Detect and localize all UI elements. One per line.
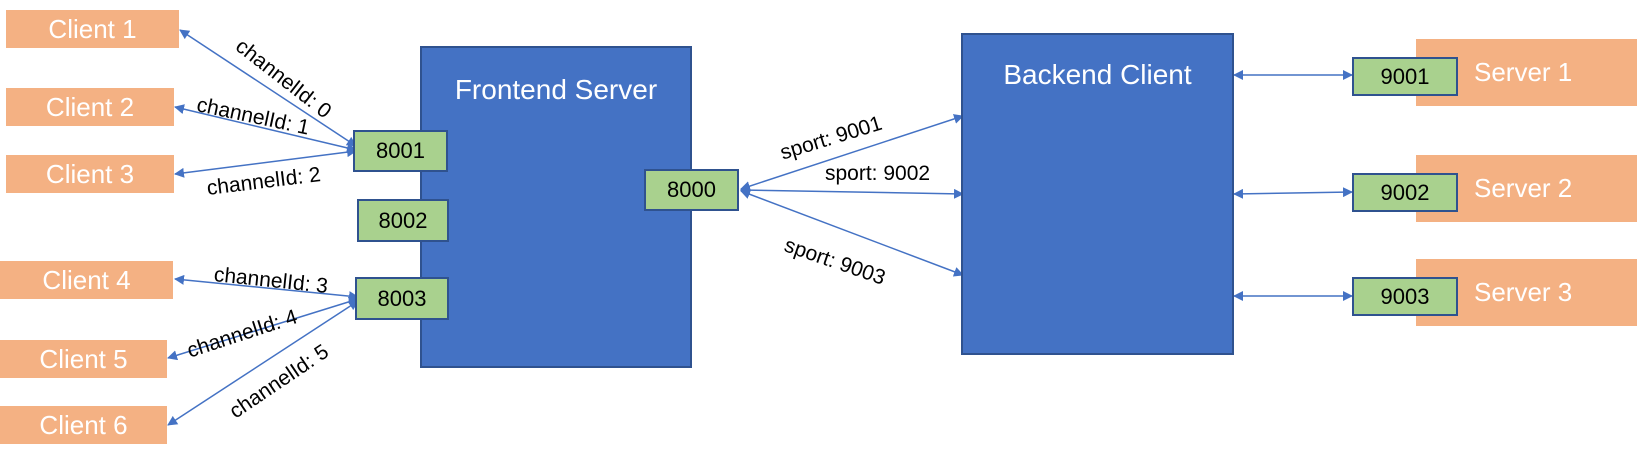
port-8003-label: 8003 [377, 285, 427, 311]
server-3-label: Server 3 [1474, 277, 1573, 307]
port-9001-label: 9001 [1380, 63, 1430, 89]
channel-label-4: channelId: 4 [184, 305, 301, 363]
client-4-label: Client 4 [42, 264, 131, 295]
port-9003-label: 9003 [1380, 283, 1430, 309]
port-8001-label: 8001 [376, 138, 425, 163]
arrow-8000-backend-9002 [740, 185, 964, 199]
server-2-label: Server 2 [1474, 173, 1573, 203]
port-9002-label: 9002 [1380, 179, 1430, 205]
frontend-server-title: Frontend Server [454, 74, 658, 105]
channel-label-3: channelId: 3 [212, 263, 330, 298]
client-2-box: Client 2 [6, 88, 174, 126]
client-3-box: Client 3 [6, 155, 174, 193]
server-1-label: Server 1 [1474, 57, 1573, 87]
client-1-label: Client 1 [48, 13, 137, 44]
sport-label-9002: sport: 9002 [825, 162, 931, 185]
client-6-label: Client 6 [39, 409, 128, 440]
port-9001-box: 9001 [1352, 57, 1458, 96]
channel-label-2: channelId: 2 [205, 163, 322, 200]
client-5-label: Client 5 [39, 343, 128, 374]
client-6-box: Client 6 [0, 406, 167, 444]
client-3-label: Client 3 [45, 158, 135, 189]
backend-client-title: Backend Client [1003, 59, 1192, 90]
sport-label-9001: sport: 9001 [777, 111, 885, 165]
port-9003-box: 9003 [1352, 277, 1458, 316]
arrow-backend-9002 [1233, 187, 1353, 199]
port-8000-label: 8000 [667, 177, 716, 202]
channel-label-5: channelId: 5 [225, 340, 334, 424]
port-8002-box: 8002 [357, 199, 449, 242]
port-8001-box: 8001 [353, 130, 448, 172]
client-4-box: Client 4 [0, 261, 173, 299]
sport-label-9003: sport: 9003 [781, 233, 889, 290]
port-8002-label: 8002 [378, 207, 428, 233]
client-2-label: Client 2 [45, 91, 135, 122]
backend-client-block: Backend Client [961, 33, 1234, 355]
port-8000-box: 8000 [644, 169, 739, 211]
client-5-box: Client 5 [0, 340, 167, 378]
port-8003-box: 8003 [355, 277, 449, 320]
client-1-box: Client 1 [6, 10, 179, 48]
port-9002-box: 9002 [1352, 173, 1458, 212]
